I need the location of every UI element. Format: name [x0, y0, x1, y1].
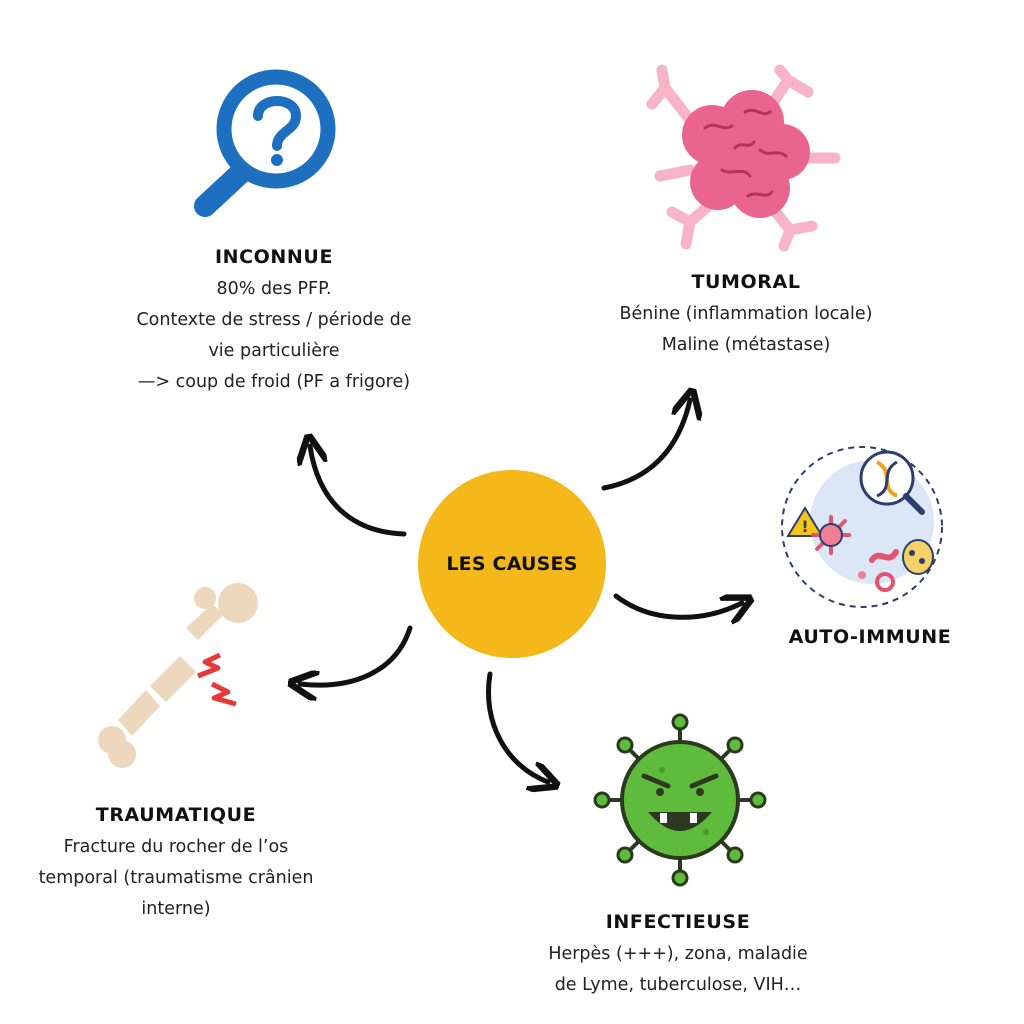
- cause-title: TRAUMATIQUE: [95, 804, 257, 826]
- cause-text-line: Maline (métastase): [661, 335, 831, 355]
- cause-title: INCONNUE: [214, 246, 334, 268]
- cause-text-line: vie particulière: [208, 341, 340, 361]
- cause-text-line: temporal (traumatisme crânien: [38, 868, 314, 888]
- center-label: LES CAUSES: [446, 553, 578, 575]
- center-node: LES CAUSES: [418, 470, 606, 658]
- cause-title: AUTO-IMMUNE: [788, 626, 952, 648]
- cause-text-line: Fracture du rocher de l’os: [63, 837, 289, 857]
- cause-infectieuse: INFECTIEUSE Herpès (+++), zona, maladie …: [518, 911, 838, 1001]
- cause-title: INFECTIEUSE: [605, 911, 751, 933]
- cause-text-line: de Lyme, tuberculose, VIH…: [554, 975, 802, 995]
- cause-text-line: —> coup de froid (PF a frigore): [137, 372, 411, 392]
- cause-text-line: interne): [141, 899, 211, 919]
- arrow-to-infectieuse: [486, 671, 548, 782]
- cause-text-line: Contexte de stress / période de: [136, 310, 412, 330]
- arrow-to-traumatique: [300, 625, 413, 685]
- cause-title: TUMORAL: [691, 271, 801, 293]
- arrow-to-inconnue: [310, 446, 407, 537]
- cause-traumatique: TRAUMATIQUE Fracture du rocher de l’os t…: [26, 804, 326, 925]
- cause-text-line: Bénine (inflammation locale): [619, 304, 873, 324]
- cause-auto-immune: AUTO-IMMUNE: [770, 626, 970, 654]
- cause-tumoral: TUMORAL Bénine (inflammation locale) Mal…: [591, 271, 901, 361]
- svg-text:!: !: [801, 517, 808, 536]
- cause-text-line: Herpès (+++), zona, maladie: [548, 944, 808, 964]
- arrow-to-auto-immune: [613, 593, 742, 617]
- cause-text-line: 80% des PFP.: [216, 279, 332, 299]
- arrow-to-tumoral: [601, 400, 690, 491]
- cause-inconnue: INCONNUE 80% des PFP. Contexte de stress…: [114, 246, 434, 398]
